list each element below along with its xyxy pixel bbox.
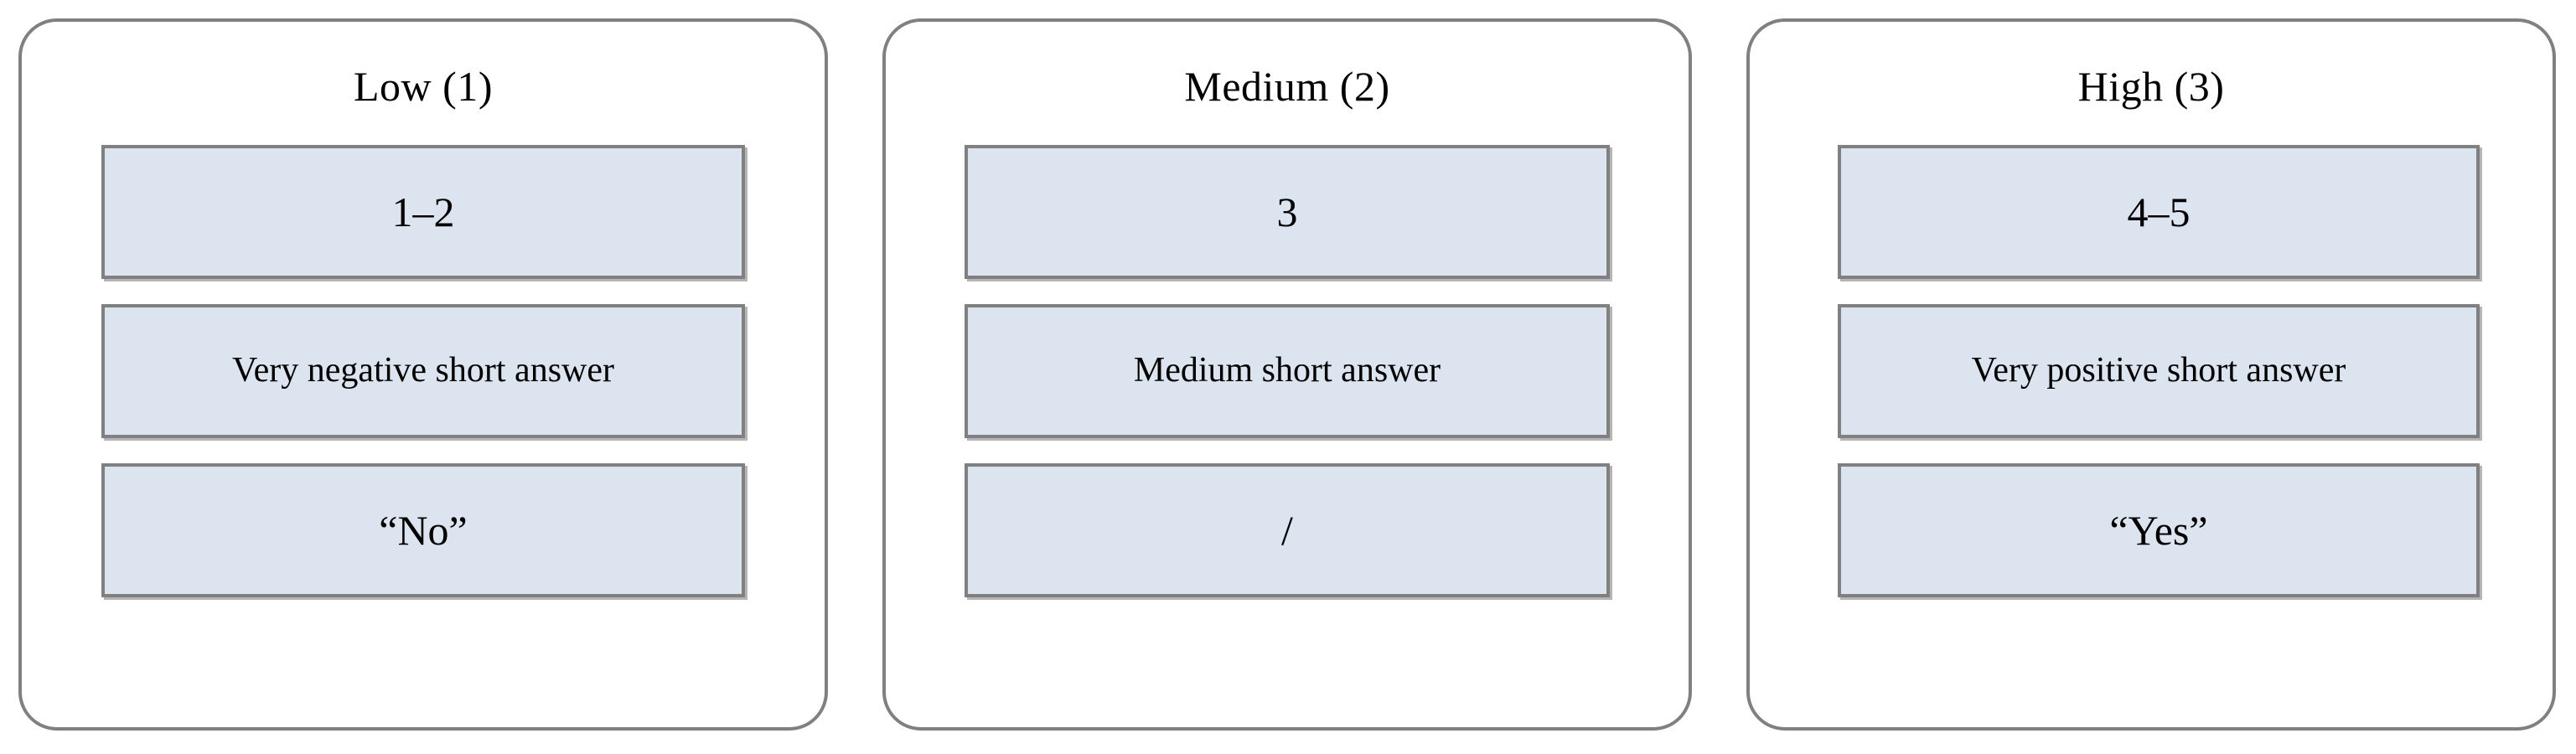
cell-medium-short-answer: Medium short answer: [965, 304, 1610, 438]
panel-title-high: High (3): [2077, 63, 2225, 110]
cell-low-score-range: 1–2: [101, 145, 745, 279]
cell-medium-binary-answer: /: [965, 463, 1610, 597]
panel-medium-rows: 3 Medium short answer /: [886, 145, 1689, 597]
panel-medium: Medium (2) 3 Medium short answer /: [882, 18, 1692, 731]
panel-high-rows: 4–5 Very positive short answer “Yes”: [1750, 145, 2553, 597]
panel-low: Low (1) 1–2 Very negative short answer “…: [18, 18, 828, 731]
cell-high-binary-answer: “Yes”: [1838, 463, 2480, 597]
panel-title-low: Low (1): [354, 63, 493, 110]
cell-low-binary-answer: “No”: [101, 463, 745, 597]
panel-high: High (3) 4–5 Very positive short answer …: [1746, 18, 2556, 731]
cell-high-score-range: 4–5: [1838, 145, 2480, 279]
panel-low-rows: 1–2 Very negative short answer “No”: [22, 145, 825, 597]
cell-high-short-answer: Very positive short answer: [1838, 304, 2480, 438]
cell-medium-score-range: 3: [965, 145, 1610, 279]
cell-low-short-answer: Very negative short answer: [101, 304, 745, 438]
panel-title-medium: Medium (2): [1184, 63, 1390, 110]
